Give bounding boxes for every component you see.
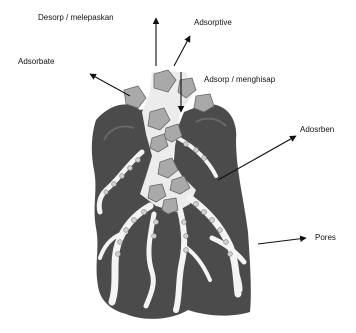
pores-arrow <box>258 238 306 244</box>
adsorptive-arrow <box>174 36 190 66</box>
adsorbent-label: Adosrben <box>300 126 334 134</box>
adsorp-label: Adsorp / menghisap <box>204 76 275 84</box>
desorp-label: Desorp / melepaskan <box>38 14 114 22</box>
adsorbate-arrow <box>90 74 130 96</box>
adsorbate-label: Adsorbate <box>18 58 54 66</box>
pores-label: Pores <box>315 234 336 242</box>
adsorptive-label: Adsorptive <box>194 19 232 27</box>
